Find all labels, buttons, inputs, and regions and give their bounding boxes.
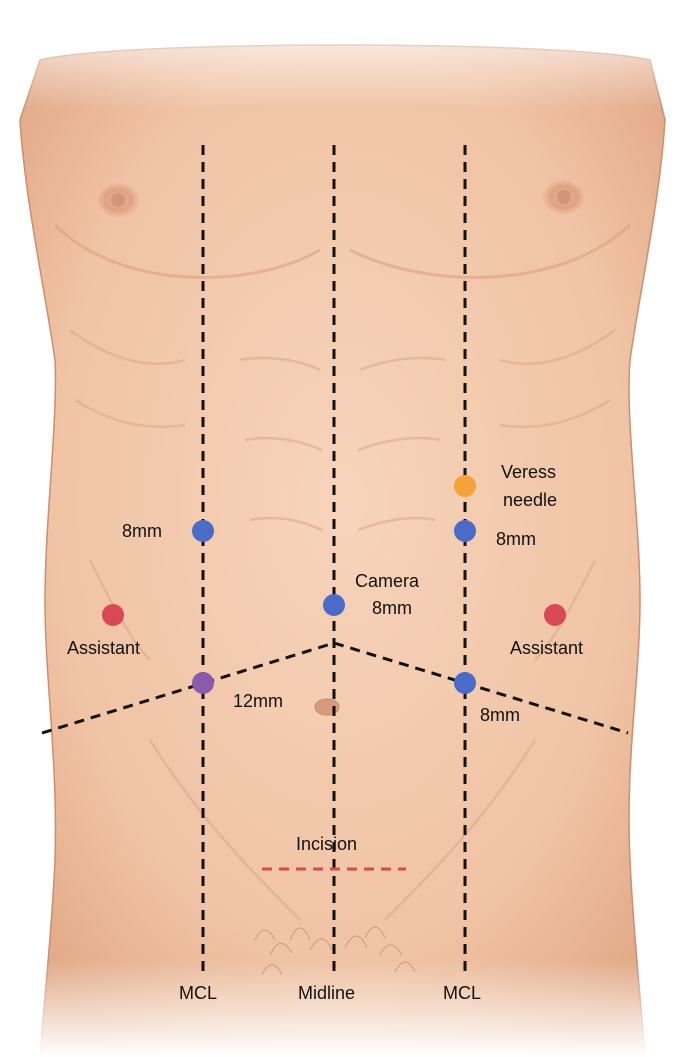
port-right-upper-marker xyxy=(454,520,476,542)
nipple-right-center xyxy=(557,190,571,204)
port-left-lower-marker xyxy=(192,672,214,694)
label-midline: Midline xyxy=(298,983,355,1003)
label-port-right-lower: 8mm xyxy=(480,705,520,725)
veress-needle-marker xyxy=(454,475,476,497)
assistant-right-marker xyxy=(544,604,566,626)
label-veress-1: Veress xyxy=(501,462,556,482)
label-mcl-left: MCL xyxy=(179,983,217,1003)
nipple-left-center xyxy=(111,193,125,207)
assistant-left-marker xyxy=(102,604,124,626)
label-port-right-upper: 8mm xyxy=(496,529,536,549)
label-port-left-upper: 8mm xyxy=(122,521,162,541)
label-port-left-lower: 12mm xyxy=(233,691,283,711)
label-mcl-right: MCL xyxy=(443,983,481,1003)
bottom-fade xyxy=(0,960,685,1057)
label-camera-2: 8mm xyxy=(372,598,412,618)
label-incision: Incision xyxy=(296,834,357,854)
label-veress-2: needle xyxy=(503,490,557,510)
label-camera-1: Camera xyxy=(355,571,420,591)
port-left-upper-marker xyxy=(192,520,214,542)
port-right-lower-marker xyxy=(454,672,476,694)
top-fade xyxy=(0,0,685,110)
label-assistant-left: Assistant xyxy=(67,638,140,658)
camera-port-marker xyxy=(323,594,345,616)
label-assistant-right: Assistant xyxy=(510,638,583,658)
